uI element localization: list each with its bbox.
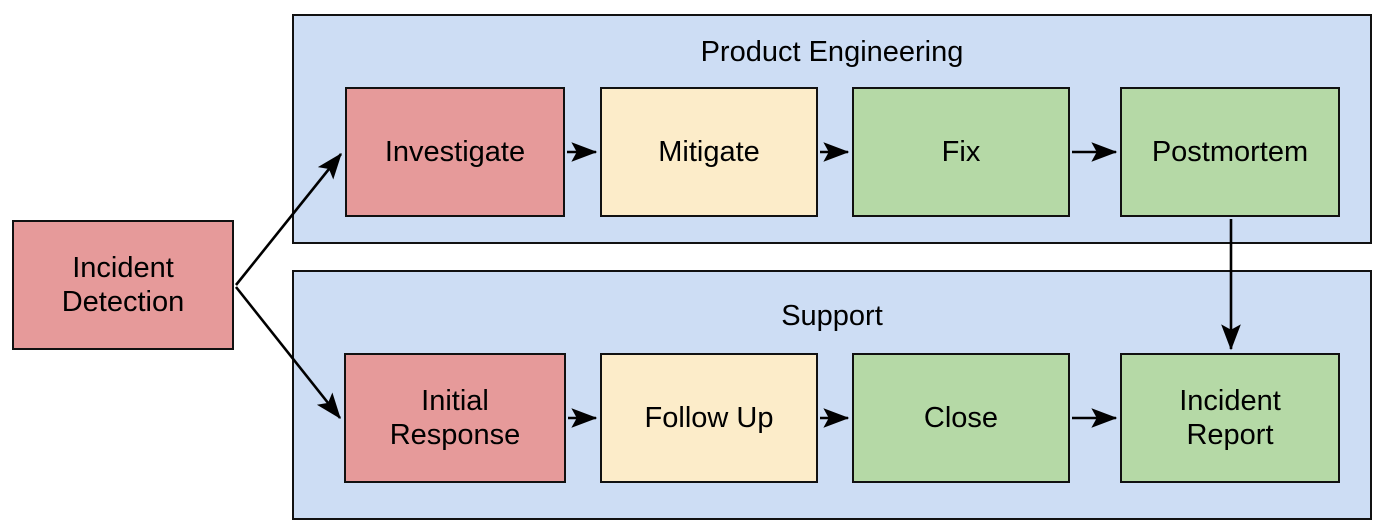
node-incident-detection[interactable]: Incident Detection xyxy=(12,220,234,350)
node-follow-up[interactable]: Follow Up xyxy=(600,353,818,483)
node-postmortem[interactable]: Postmortem xyxy=(1120,87,1340,217)
swimlane-title-product-engineering: Product Engineering xyxy=(700,36,964,68)
node-mitigate[interactable]: Mitigate xyxy=(600,87,818,217)
node-incident-report[interactable]: Incident Report xyxy=(1120,353,1340,483)
node-initial-response[interactable]: Initial Response xyxy=(344,353,566,483)
node-investigate[interactable]: Investigate xyxy=(345,87,565,217)
node-fix[interactable]: Fix xyxy=(852,87,1070,217)
node-close[interactable]: Close xyxy=(852,353,1070,483)
swimlane-title-support: Support xyxy=(781,300,883,332)
